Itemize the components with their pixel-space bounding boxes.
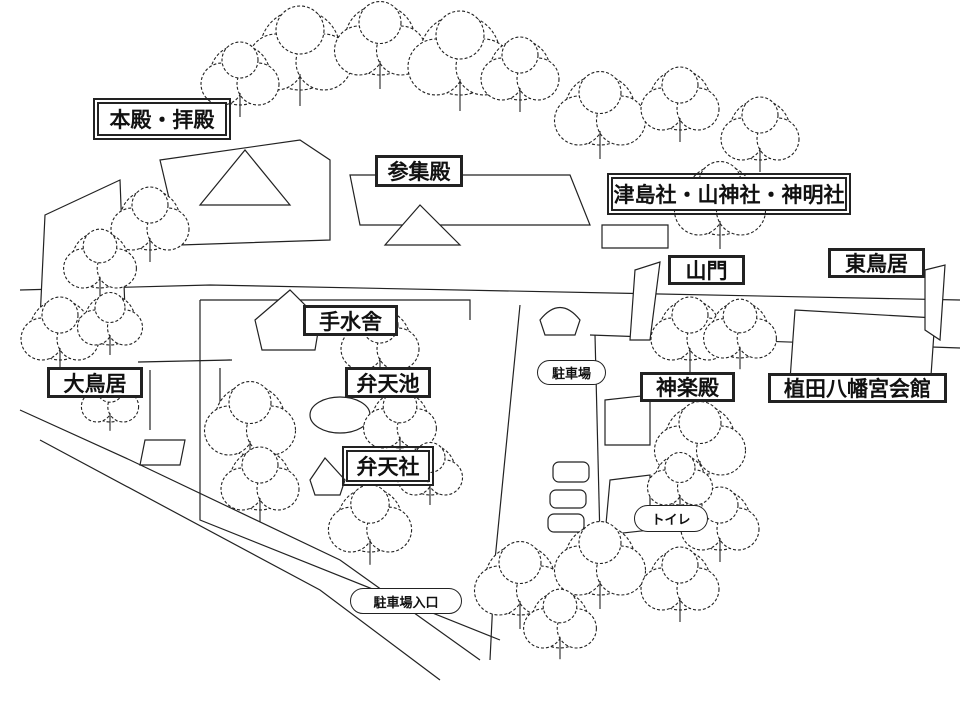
tree [640,66,720,142]
bentensha-building [309,457,346,496]
trees [20,0,800,660]
tree [703,298,777,370]
label-bentensha: 弁天社 [342,446,434,486]
tree [553,520,647,609]
tree [523,588,597,660]
label-kaguraden: 神楽殿 [640,372,735,402]
label-sanmon: 山門 [668,255,745,285]
tree [110,186,190,262]
label-parking: 駐車場 [537,360,606,385]
label-higashi-torii: 東鳥居 [828,248,925,278]
tree [63,228,137,300]
benten-pond [309,396,371,434]
label-parking-entrance: 駐車場入口 [350,588,462,614]
horse-statue [539,306,581,336]
tree [200,41,280,117]
label-kaikan: 植田八幡宮会館 [768,373,947,403]
tree [76,291,144,355]
tree [220,446,300,522]
sanmon-gate [629,261,661,341]
tsushima-shrines [601,224,669,249]
ootorii-gate [137,359,233,430]
kaguraden-building [604,394,651,446]
label-ootorii: 大鳥居 [47,367,143,398]
car [547,513,585,533]
car [552,461,590,483]
label-honden: 本殿・拝殿 [93,98,231,140]
label-temizuya: 手水舎 [303,305,398,336]
bridge [139,439,186,466]
tree [720,96,800,172]
tree [20,296,100,372]
label-toilet: トイレ [634,505,708,532]
tree [480,36,560,112]
honden-roof [198,149,292,206]
label-tsushima: 津島社・山神社・神明社 [607,173,851,215]
label-sanshuden: 参集殿 [375,155,463,187]
tree [327,484,413,565]
car [549,489,587,509]
higashi-torii [924,264,946,342]
tree [473,540,567,629]
tree [203,380,297,469]
sanshuden-building [349,174,591,226]
tree [553,70,647,159]
tree [646,451,714,515]
sanshuden-roof [383,204,462,246]
label-benten-ike: 弁天池 [345,367,431,398]
tree [640,546,720,622]
